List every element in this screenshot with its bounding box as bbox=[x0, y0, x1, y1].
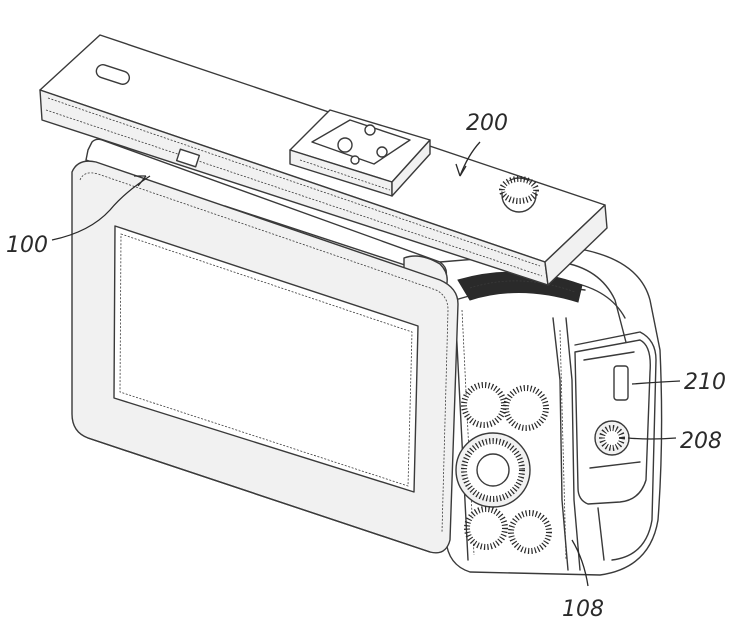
button-upper-left bbox=[461, 382, 507, 428]
button-lower-left bbox=[464, 506, 508, 550]
hinge-tab bbox=[175, 148, 201, 168]
ref-108: 108 bbox=[562, 597, 604, 622]
reference-numerals: 100 200 210 208 108 bbox=[6, 111, 726, 622]
release-latch-210 bbox=[613, 365, 629, 401]
plate-slot bbox=[95, 64, 131, 85]
leader-lines bbox=[51, 141, 681, 587]
ref-208: 208 bbox=[680, 429, 722, 454]
ref-100: 100 bbox=[6, 233, 48, 258]
strap-post-108 bbox=[552, 317, 581, 571]
plate-knob-top bbox=[499, 176, 539, 204]
ref-200: 200 bbox=[466, 111, 508, 136]
ref-210: 210 bbox=[684, 370, 726, 395]
display-monitor-100 bbox=[71, 160, 459, 554]
fastening-button-knurl bbox=[599, 425, 625, 451]
accessory-shoe bbox=[289, 109, 431, 197]
rear-buttons bbox=[455, 382, 552, 554]
button-upper-right bbox=[503, 385, 549, 431]
button-lower-right bbox=[508, 510, 552, 554]
center-button bbox=[476, 453, 510, 487]
monitor-screen bbox=[113, 225, 419, 493]
plate-side-face bbox=[544, 204, 608, 286]
